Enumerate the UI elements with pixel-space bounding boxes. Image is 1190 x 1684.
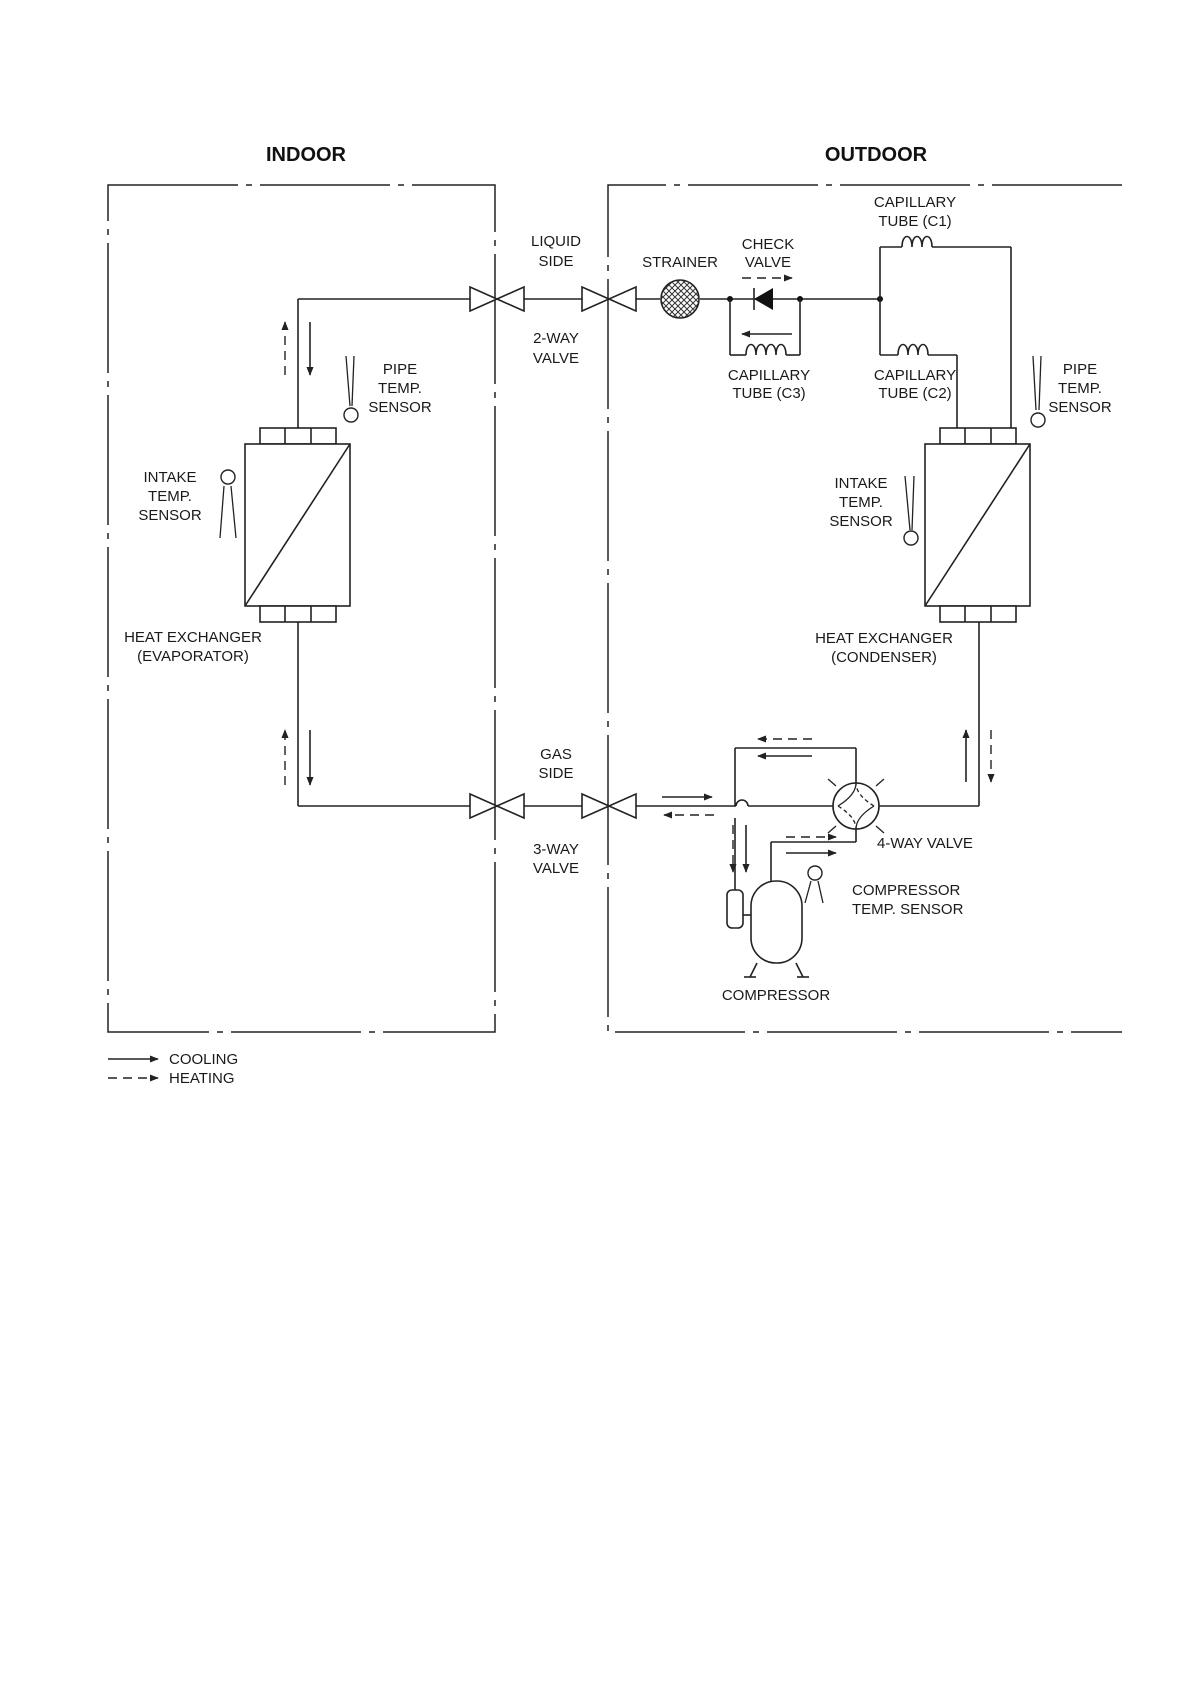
check-valve-label-1: CHECK — [742, 236, 795, 253]
gas-service-valve-indoor — [469, 792, 525, 820]
liquid-side-label-2: SIDE — [538, 253, 573, 270]
indoor-header: INDOOR — [266, 144, 347, 166]
condenser-label-1: HEAT EXCHANGER — [815, 630, 953, 647]
legend: COOLING HEATING — [108, 1051, 238, 1087]
indoor-intake-temp-sensor-icon — [219, 469, 237, 539]
capillary-c2-label-2: TUBE (C2) — [878, 385, 951, 402]
outdoor-pipe-sensor-label-2: TEMP. — [1058, 380, 1102, 397]
outdoor-intake-sensor-label-3: SENSOR — [829, 513, 893, 530]
condenser-label-2: (CONDENSER) — [831, 649, 937, 666]
gas-side-label-2: SIDE — [538, 765, 573, 782]
capillary-c1-label-1: CAPILLARY — [874, 194, 956, 211]
three-way-valve-label-2: VALVE — [533, 860, 579, 877]
capillary-c2-label-1: CAPILLARY — [874, 367, 956, 384]
capillary-c3-label-1: CAPILLARY — [728, 367, 810, 384]
capillary-tube-c1 — [879, 235, 1012, 428]
gas-side-label-1: GAS — [540, 746, 572, 763]
two-way-valve-label-2: VALVE — [533, 350, 579, 367]
evaporator-label-2: (EVAPORATOR) — [137, 648, 249, 665]
outdoor-intake-sensor-label-2: TEMP. — [839, 494, 883, 511]
condenser-heat-exchanger — [924, 427, 1031, 623]
four-way-valve-loop — [734, 747, 857, 890]
indoor-intake-sensor-label-1: INTAKE — [143, 469, 196, 486]
evaporator-heat-exchanger — [244, 427, 351, 623]
outdoor-intake-sensor-label-1: INTAKE — [834, 475, 887, 492]
outdoor-pipe-sensor-label-1: PIPE — [1063, 361, 1097, 378]
two-way-valve-label-1: 2-WAY — [533, 330, 579, 347]
compressor-label: COMPRESSOR — [722, 987, 831, 1004]
four-way-valve-label: 4-WAY VALVE — [877, 835, 973, 852]
two-way-valve — [581, 285, 637, 313]
indoor-intake-sensor-label-2: TEMP. — [148, 488, 192, 505]
indoor-pipe-sensor-label-2: TEMP. — [378, 380, 422, 397]
indoor-intake-sensor-label-3: SENSOR — [138, 507, 202, 524]
liquid-service-valve-indoor — [469, 285, 525, 313]
strainer-icon — [660, 279, 700, 319]
outdoor-pipe-sensor-label-3: SENSOR — [1048, 399, 1112, 416]
indoor-pipe-temp-sensor-icon — [343, 355, 359, 423]
capillary-tube-c2 — [879, 299, 958, 428]
outdoor-boundary — [607, 184, 1122, 1033]
capillary-c3-label-2: TUBE (C3) — [732, 385, 805, 402]
compressor-sensor-label-2: TEMP. SENSOR — [852, 901, 964, 918]
compressor-temp-sensor-icon — [804, 865, 824, 904]
capillary-c1-label-2: TUBE (C1) — [878, 213, 951, 230]
legend-heating-label: HEATING — [169, 1070, 235, 1087]
indoor-boundary — [107, 184, 496, 1033]
evaporator-label-1: HEAT EXCHANGER — [124, 629, 262, 646]
legend-cooling-label: COOLING — [169, 1051, 238, 1068]
outdoor-header: OUTDOOR — [825, 144, 928, 166]
check-valve-icon — [753, 288, 773, 310]
indoor-pipe-sensor-label-3: SENSOR — [368, 399, 432, 416]
four-way-valve-icon — [827, 778, 885, 834]
check-valve-label-2: VALVE — [745, 254, 791, 271]
compressor-icon — [726, 880, 809, 978]
outdoor-intake-temp-sensor-icon — [903, 475, 919, 546]
capillary-tube-c3 — [729, 299, 801, 356]
outdoor-pipe-temp-sensor-icon — [1030, 355, 1046, 428]
strainer-label: STRAINER — [642, 254, 718, 271]
three-way-valve — [581, 792, 637, 820]
compressor-sensor-label-1: COMPRESSOR — [852, 882, 961, 899]
gas-line — [297, 622, 980, 807]
indoor-pipe-sensor-label-1: PIPE — [383, 361, 417, 378]
liquid-side-label-1: LIQUID — [531, 233, 581, 250]
three-way-valve-label-1: 3-WAY — [533, 841, 579, 858]
